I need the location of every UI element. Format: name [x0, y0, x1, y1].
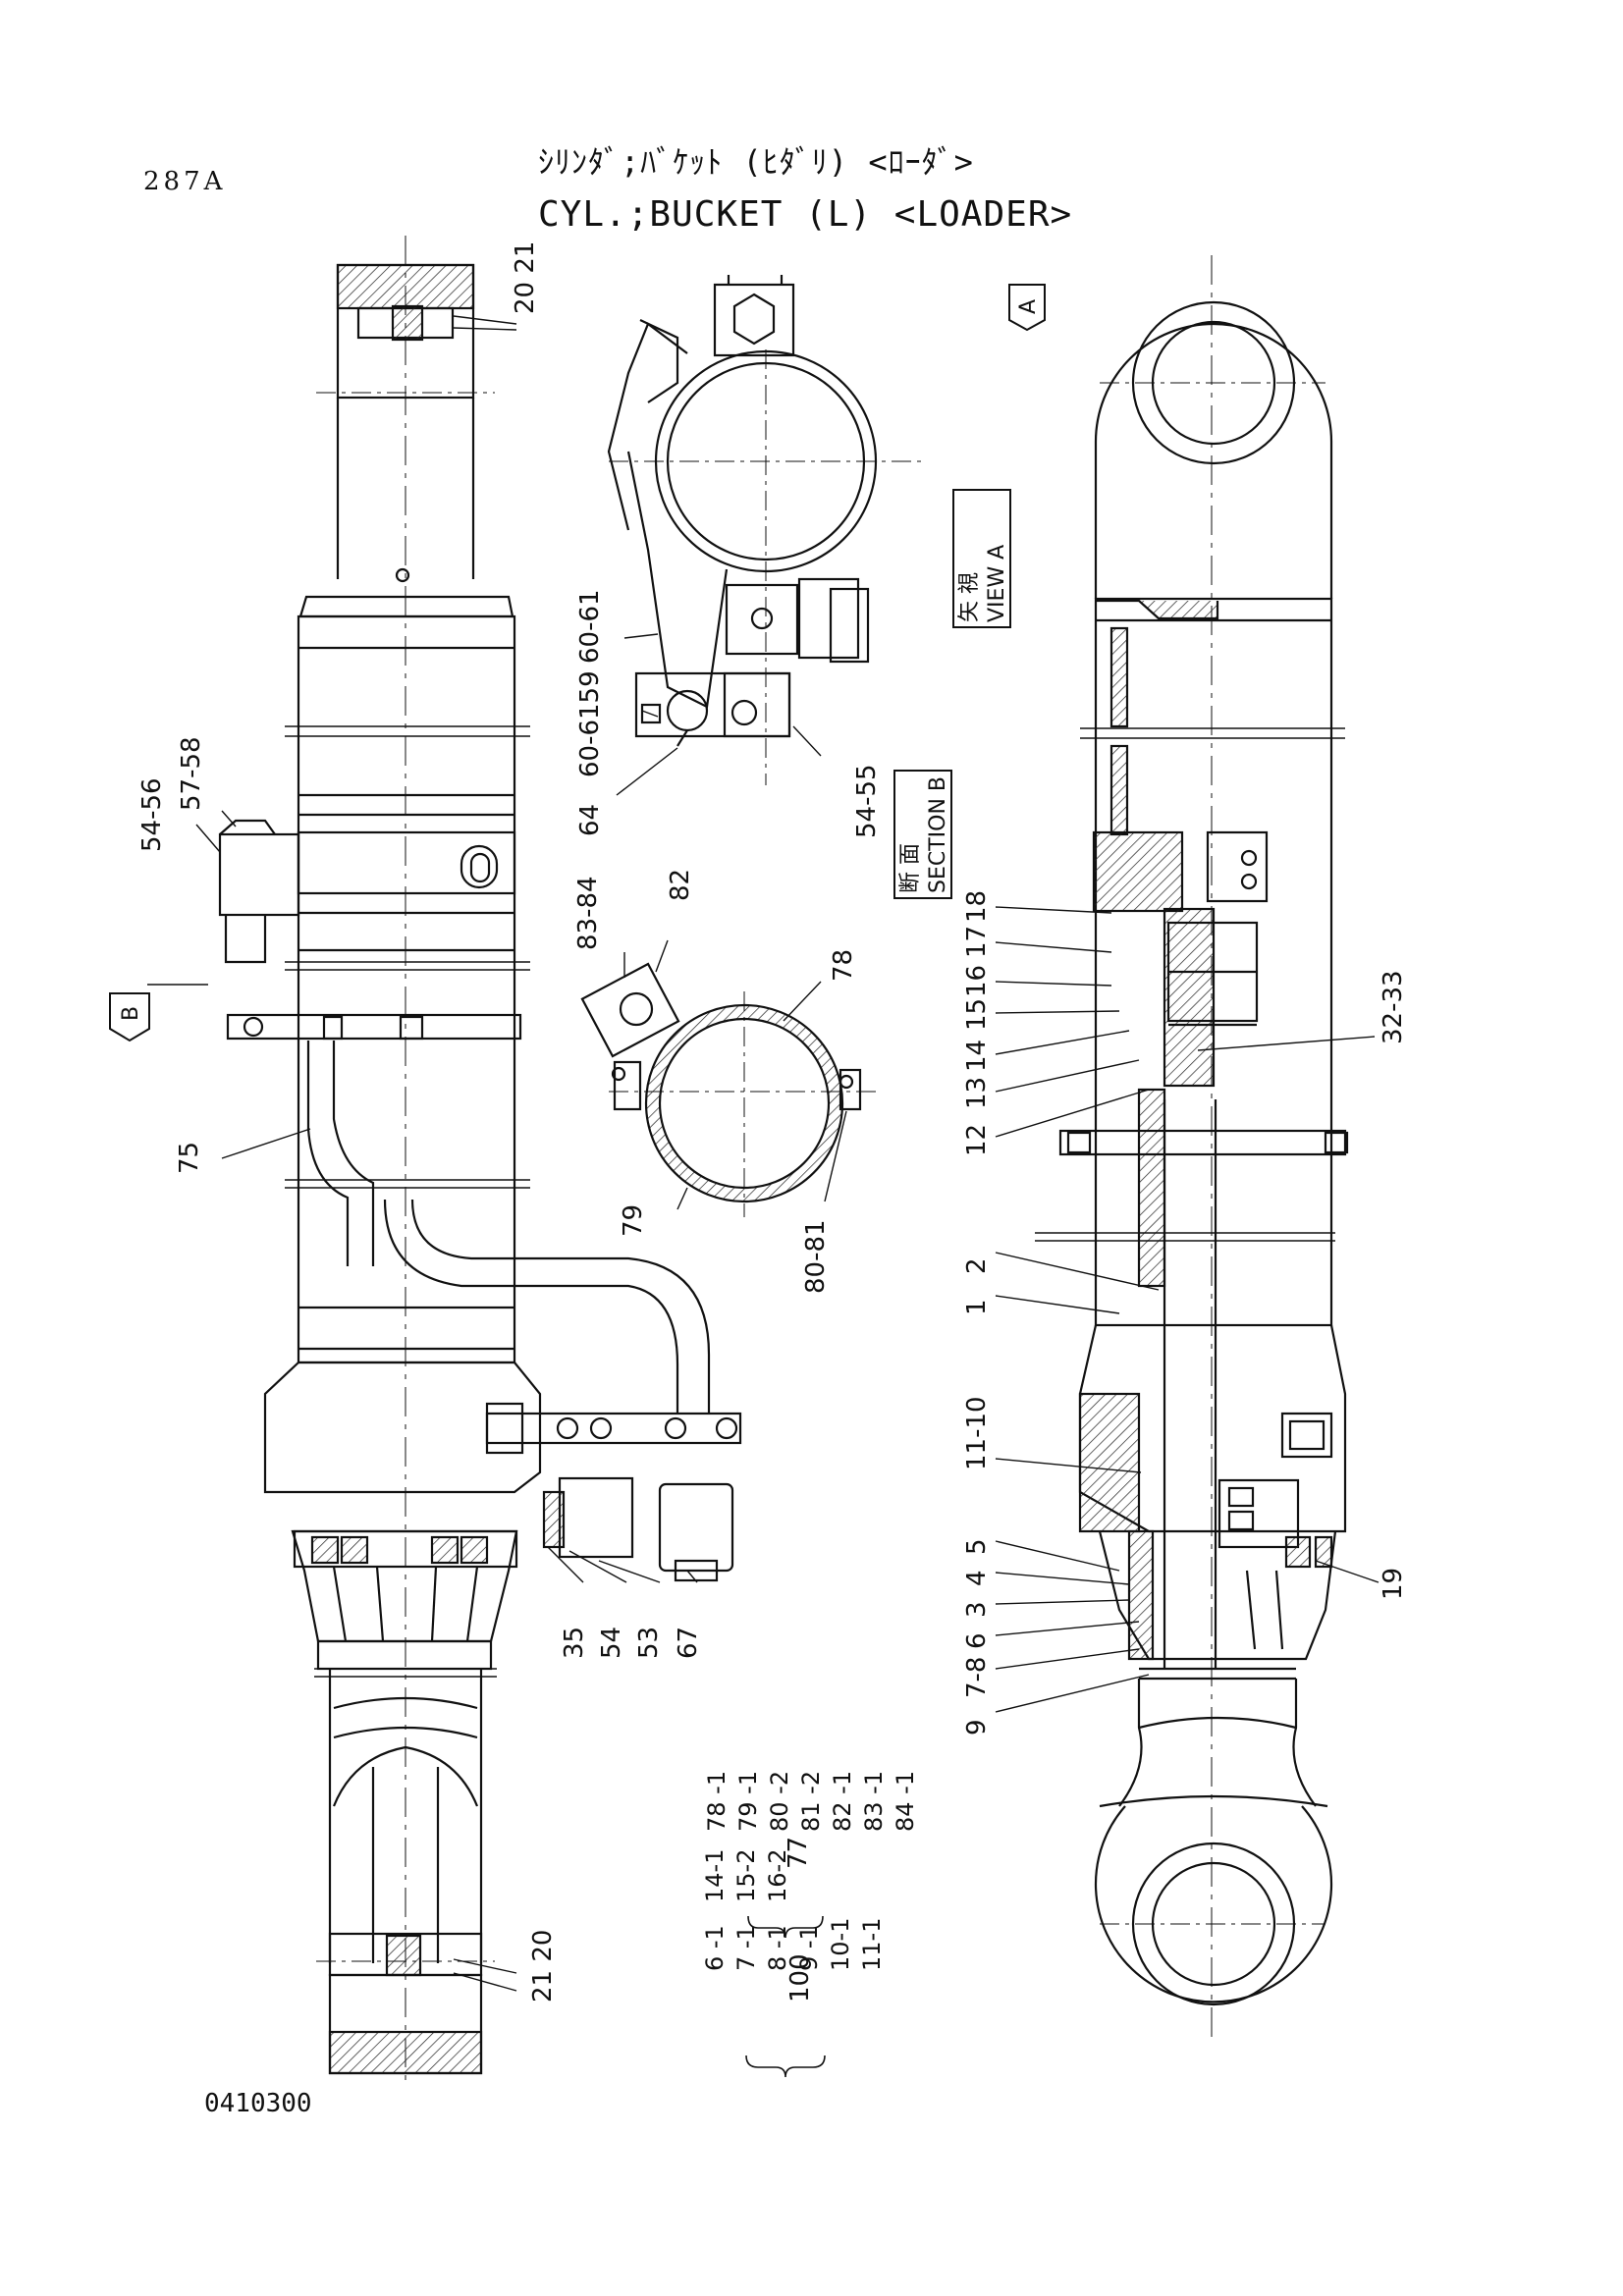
kit-braces	[745, 1915, 826, 2078]
view-a-arrow-icon: A	[1008, 284, 1046, 332]
callout-64: 64	[575, 803, 605, 836]
kit-item: 15-2	[732, 1848, 760, 1902]
kit-item: 82 -1	[829, 1770, 856, 1832]
svg-text:A: A	[1016, 299, 1041, 314]
section-b-drawing	[580, 962, 876, 1217]
callout-54: 54	[597, 1626, 626, 1659]
callout-80-81: 80-81	[801, 1219, 831, 1294]
kit-item: 78 -1	[703, 1770, 730, 1832]
view-a-label-box: 矢 視 VIEW A	[952, 489, 1011, 628]
callout-32-33: 32-33	[1379, 970, 1408, 1044]
kit-item: 14-1	[701, 1848, 729, 1902]
callout-67: 67	[674, 1626, 703, 1659]
callout-83-84: 83-84	[573, 876, 603, 950]
right-cylinder-drawing	[1035, 255, 1349, 2042]
title-english: CYL.;BUCKET (L) <LOADER>	[538, 194, 1073, 235]
callout-53: 53	[634, 1626, 664, 1659]
kit-77-list: 78 -1 79 -1 80 -2 81 -2 82 -1 83 -1 84 -…	[701, 1771, 921, 1832]
callout-21-20: 21 20	[528, 1929, 558, 2002]
callout-7-8: 7-8	[962, 1656, 992, 1698]
callout-2: 2	[962, 1257, 992, 1274]
callout-57-58: 57-58	[177, 736, 206, 811]
section-b-arrow-icon: B	[109, 984, 208, 1042]
callout-60-61: 60-61	[575, 589, 605, 664]
callout-17: 17	[962, 925, 992, 958]
callout-4: 4	[962, 1570, 992, 1586]
callout-19: 19	[1379, 1567, 1408, 1600]
kit-100-col2: 14-1 15-2 16-2	[699, 1849, 793, 1902]
section-b-label-en: SECTION B	[926, 775, 950, 893]
leader-lines	[195, 315, 1380, 1992]
callout-14: 14	[962, 1039, 992, 1072]
section-b-label-box: 断 面 SECTION B	[893, 770, 952, 899]
view-a-label-en: VIEW A	[985, 544, 1009, 622]
callout-3: 3	[962, 1601, 992, 1618]
callout-75: 75	[175, 1141, 204, 1174]
callout-60-6159: 60-6159	[575, 670, 605, 777]
kit-item: 84 -1	[892, 1770, 919, 1832]
section-b-label-jp: 断 面	[898, 843, 923, 893]
title-japanese: ｼﾘﾝﾀﾞ;ﾊﾞｹｯﾄ (ﾋﾀﾞﾘ) <ﾛｰﾀﾞ>	[538, 143, 974, 181]
callout-13: 13	[962, 1076, 992, 1109]
callout-82: 82	[666, 868, 695, 901]
callout-20-21: 20 21	[511, 240, 540, 314]
kit-item: 6 -1	[701, 1925, 729, 1971]
callout-79: 79	[619, 1203, 648, 1237]
callout-78: 78	[829, 948, 858, 982]
kit-100-number: 100	[785, 1953, 815, 2002]
callout-1: 1	[962, 1299, 992, 1315]
callout-12: 12	[962, 1123, 992, 1156]
callout-54-56: 54-56	[137, 777, 167, 852]
callout-6: 6	[962, 1632, 992, 1649]
page-number: 287A	[143, 167, 227, 196]
drawing-number: 0410300	[204, 2089, 312, 2118]
kit-item: 80 -2	[766, 1770, 793, 1832]
kit-item: 83 -1	[860, 1770, 888, 1832]
kit-item: 79 -1	[734, 1770, 762, 1832]
callout-18: 18	[962, 889, 992, 923]
view-a-end-drawing	[607, 275, 923, 785]
svg-text:B: B	[119, 1006, 143, 1021]
kit-item: 11-1	[858, 1917, 886, 1971]
left-cylinder-drawing	[218, 236, 742, 2081]
callout-54-55: 54-55	[852, 764, 882, 838]
kit-item: 7 -1	[732, 1925, 760, 1971]
callout-16: 16	[962, 964, 992, 997]
callout-15: 15	[962, 997, 992, 1031]
view-a-label-jp: 矢 視	[957, 572, 982, 622]
callout-11-10: 11-10	[962, 1396, 992, 1470]
callout-9: 9	[962, 1719, 992, 1735]
callout-35: 35	[560, 1626, 589, 1659]
callout-5: 5	[962, 1538, 992, 1555]
kit-item: 81 -2	[797, 1770, 825, 1832]
kit-item: 16-2	[764, 1848, 791, 1902]
kit-item: 10-1	[827, 1917, 854, 1971]
